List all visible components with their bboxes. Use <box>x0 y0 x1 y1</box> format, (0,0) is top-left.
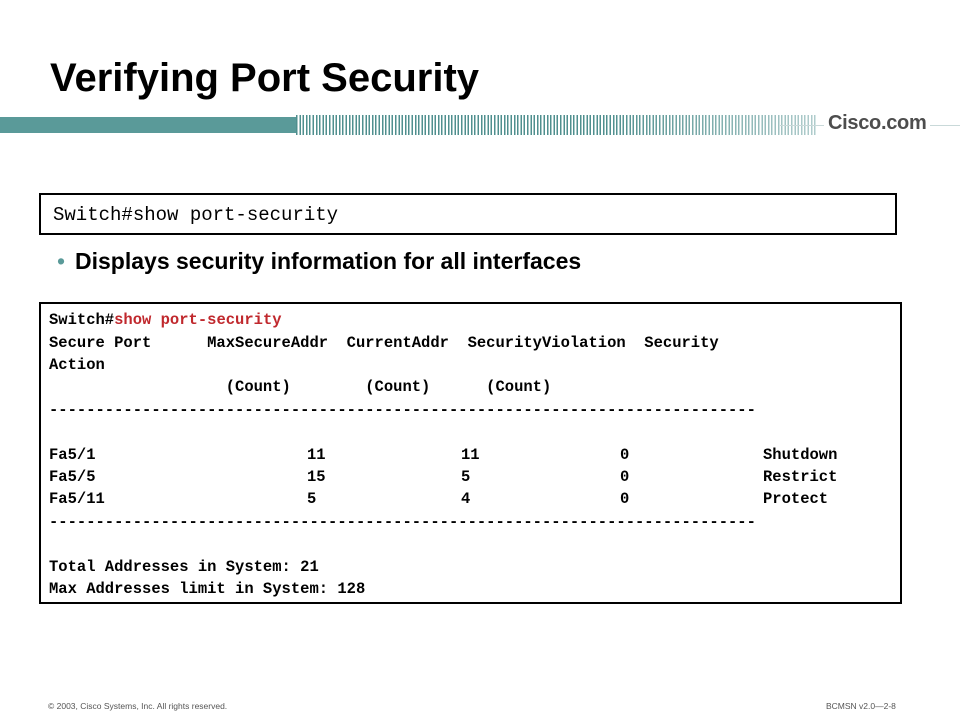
header-bar-solid <box>0 117 296 133</box>
port-cell: Fa5/11 <box>49 490 105 508</box>
violation-cell: 0 <box>620 446 630 464</box>
max-cell: 11 <box>307 446 326 464</box>
port-cell: Fa5/5 <box>49 468 96 486</box>
current-cell: 5 <box>461 468 471 486</box>
total-addresses-line: Total Addresses in System: 21 <box>49 558 319 576</box>
separator-top: ----------------------------------------… <box>49 401 756 419</box>
action-cell: Protect <box>763 490 829 508</box>
current-cell: 4 <box>461 490 471 508</box>
command-text: Switch#show port-security <box>53 204 339 226</box>
violation-cell: 0 <box>620 468 630 486</box>
current-cell: 11 <box>461 446 480 464</box>
header-bar: Cisco.com <box>0 112 960 136</box>
max-addresses-line: Max Addresses limit in System: 128 <box>49 580 366 598</box>
bullet-text: Displays security information for all in… <box>75 248 582 274</box>
cli-output-box: Switch#show port-security Secure Port Ma… <box>39 302 902 604</box>
command-box: Switch#show port-security <box>39 193 897 235</box>
table-header-line1: Secure Port MaxSecureAddr CurrentAddr Se… <box>49 334 719 352</box>
action-cell: Restrict <box>763 468 838 486</box>
table-header-line2: Action <box>49 356 105 374</box>
header-bar-fade <box>296 115 816 135</box>
action-cell: Shutdown <box>763 446 838 464</box>
port-cell: Fa5/1 <box>49 446 96 464</box>
copyright-text: © 2003, Cisco Systems, Inc. All rights r… <box>48 701 228 711</box>
separator-bottom: ----------------------------------------… <box>49 513 756 531</box>
max-cell: 5 <box>307 490 317 508</box>
cli-prompt-line: Switch#show port-security <box>49 309 282 331</box>
max-cell: 15 <box>307 468 326 486</box>
course-code: BCMSN v2.0—2-8 <box>826 701 896 711</box>
slide-title: Verifying Port Security <box>50 56 480 100</box>
cli-prompt: Switch# <box>49 311 115 329</box>
table-header-line3: (Count) (Count) (Count) <box>49 378 552 396</box>
cli-command: show port-security <box>114 311 282 329</box>
cisco-logo: Cisco.com <box>824 112 931 135</box>
violation-cell: 0 <box>620 490 630 508</box>
table-row: Fa5/5 15 5 0 Restrict <box>49 466 889 488</box>
bullet-point: • Displays security information for all i… <box>57 248 581 275</box>
bullet-marker: • <box>57 248 66 274</box>
table-row: Fa5/1 11 11 0 Shutdown <box>49 444 889 466</box>
table-row: Fa5/11 5 4 0 Protect <box>49 488 889 510</box>
